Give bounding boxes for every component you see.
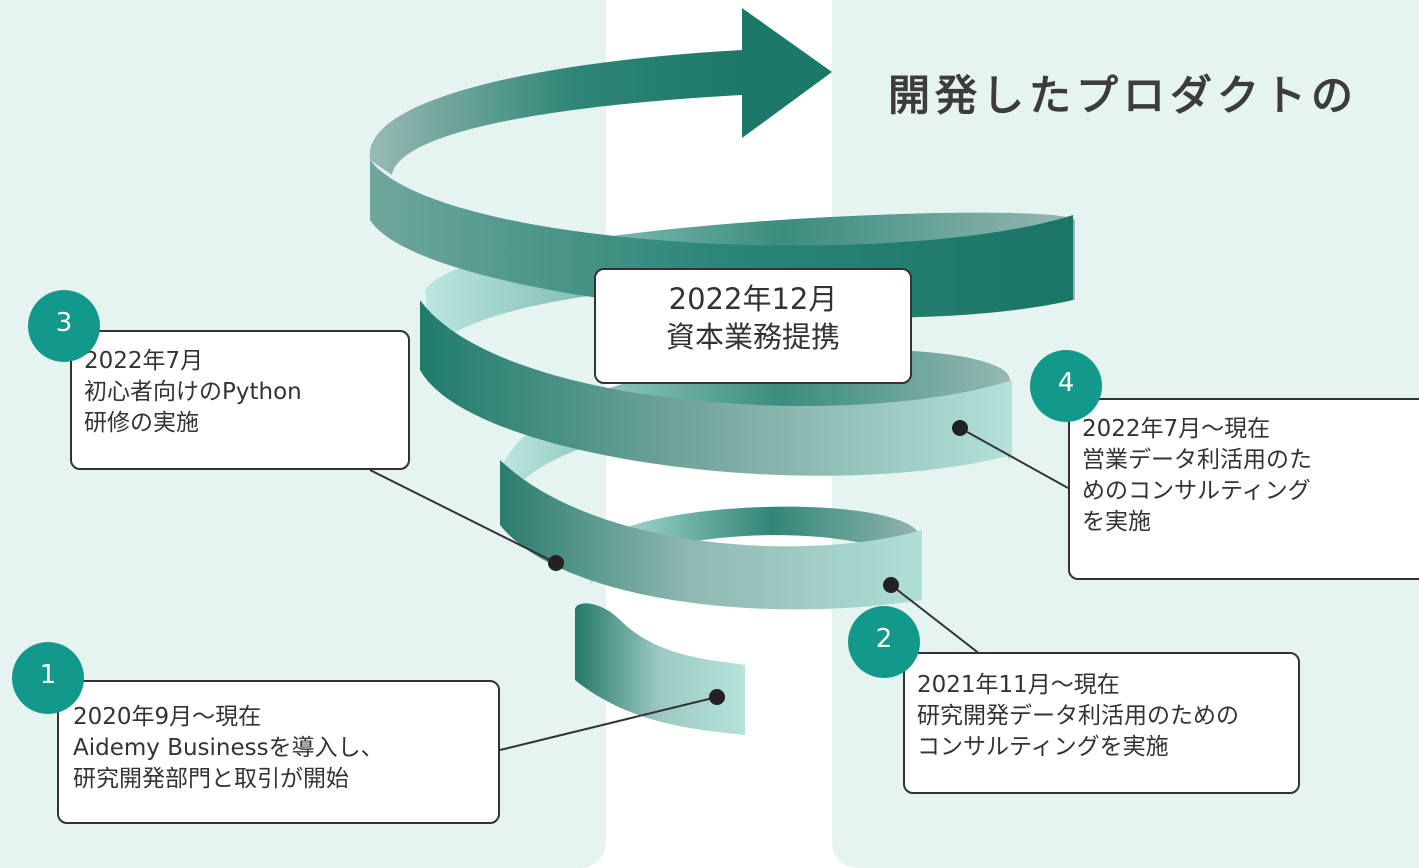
milestone-4-line1: 営業データ利活用のた <box>1082 447 1312 474</box>
milestone-badge-1: 1 <box>12 642 84 714</box>
milestone-2-line1: 研究開発データ利活用のための <box>917 703 1239 730</box>
milestone-4-line3: を実施 <box>1082 509 1151 536</box>
spiral-back-4 <box>590 506 920 585</box>
milestone-badge-4: 4 <box>1030 350 1102 422</box>
marker-dot-1 <box>709 689 725 705</box>
arrow-head-icon <box>742 8 832 138</box>
page-title: 開発したプロダクトの <box>888 71 1359 120</box>
marker-dot-3 <box>548 555 564 571</box>
milestone-1-date: 2020年9月〜現在 <box>73 704 262 730</box>
milestone-1-line2: 研究開発部門と取引が開始 <box>73 766 349 793</box>
spiral-back-3 <box>500 349 1010 495</box>
spiral-coil-2 <box>500 460 922 610</box>
marker-dot-2 <box>883 577 899 593</box>
milestone-3-date: 2022年7月 <box>84 348 204 374</box>
milestone-3-line1: 初心者向けのPython <box>84 379 302 406</box>
milestone-badge-2: 2 <box>848 606 920 678</box>
connector-line-1 <box>499 696 718 751</box>
milestone-4-line2: めのコンサルティング <box>1082 478 1311 505</box>
spiral-top-arc <box>369 50 742 175</box>
connector-line-4 <box>959 427 1069 489</box>
connector-line-3 <box>369 469 557 564</box>
milestone-box-1: 2020年9月〜現在 Aidemy Businessを導入し、 研究開発部門と取… <box>57 680 500 824</box>
connector-line-2 <box>890 584 986 659</box>
milestone-2-date: 2021年11月〜現在 <box>917 672 1120 698</box>
spiral-coil-3 <box>420 300 1012 476</box>
milestone-2-line2: コンサルティングを実施 <box>917 734 1169 761</box>
marker-dot-4 <box>952 420 968 436</box>
center-event-box: 2022年12月 資本業務提携 <box>594 268 912 384</box>
milestone-3-line2: 研修の実施 <box>84 410 199 437</box>
milestone-1-line1: Aidemy Businessを導入し、 <box>73 735 384 762</box>
milestone-4-date: 2022年7月〜現在 <box>1082 416 1271 442</box>
milestone-box-3: 2022年7月 初心者向けのPython 研修の実施 <box>70 330 410 470</box>
center-event-text: 資本業務提携 <box>665 320 840 355</box>
milestone-badge-3: 3 <box>28 290 100 362</box>
spiral-coil-1 <box>575 603 745 735</box>
milestone-box-2: 2021年11月〜現在 研究開発データ利活用のための コンサルティングを実施 <box>903 652 1300 794</box>
center-event-date: 2022年12月 <box>668 282 838 316</box>
milestone-box-4: 2022年7月〜現在 営業データ利活用のた めのコンサルティング を実施 <box>1068 398 1419 580</box>
